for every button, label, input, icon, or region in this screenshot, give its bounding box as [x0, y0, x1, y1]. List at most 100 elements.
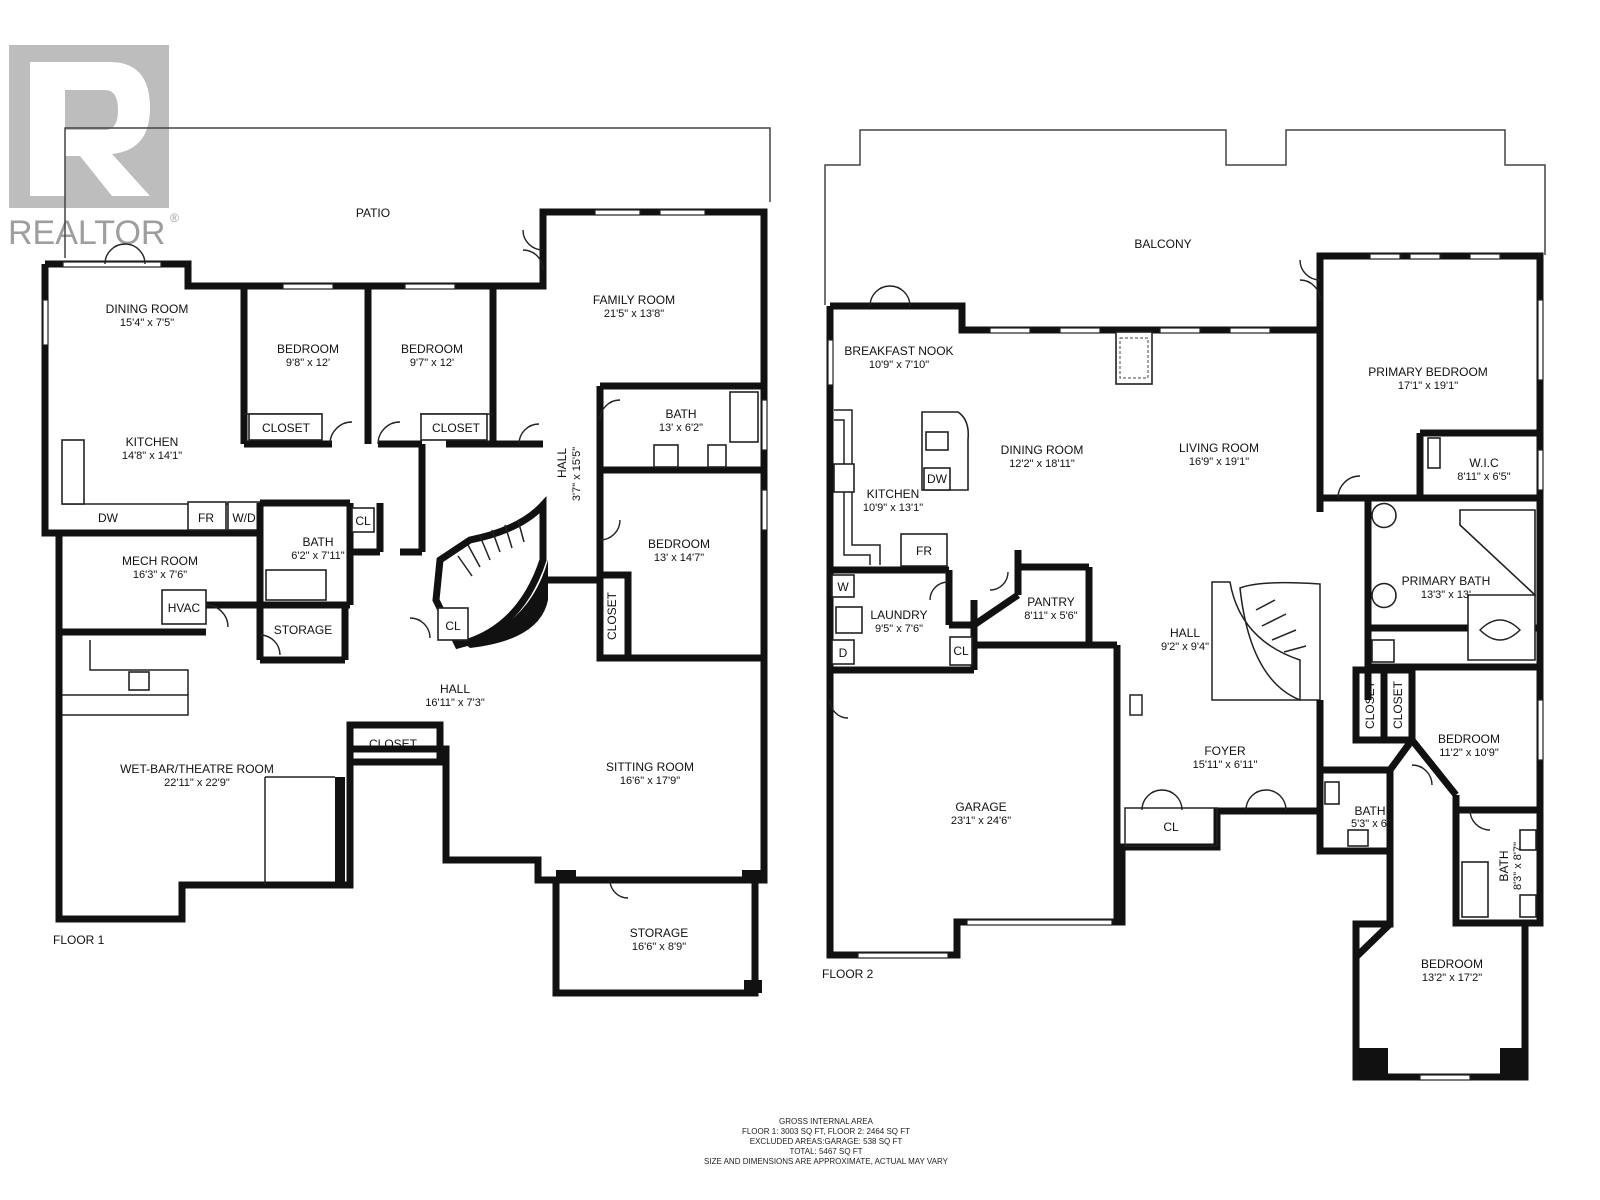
f2-primary-name: PRIMARY BEDROOM: [1368, 365, 1488, 379]
realtor-logo: REALTOR ®: [8, 45, 179, 252]
fr-label: FR: [198, 511, 214, 525]
f1-bath-a-dim: 13' x 6'2": [659, 422, 703, 434]
f2-garage-dim: 23'1" x 24'6": [951, 815, 1011, 827]
f1-dining-dim: 15'4" x 7'5": [120, 317, 174, 329]
f2-bath1-name: BATH: [1354, 804, 1385, 818]
dw-label: DW: [98, 511, 119, 525]
closet-2-label: CLOSET: [432, 421, 481, 435]
f1-bed3-name: BEDROOM: [648, 537, 710, 551]
f2-wic-name: W.I.C: [1469, 456, 1499, 470]
f1-wetbar-name: WET-BAR/THEATRE ROOM: [120, 762, 274, 776]
hvac-label: HVAC: [168, 601, 201, 615]
f1-hallv-dim: 3'7" x 15'5": [571, 447, 583, 501]
area-summary-line-2: FLOOR 1: 3003 SQ FT, FLOOR 2: 2464 SQ FT: [742, 1127, 910, 1136]
balcony-outline: [824, 129, 1546, 305]
realtor-logo-text: REALTOR: [8, 214, 165, 252]
area-summary-line-3: EXCLUDED AREAS:GARAGE: 538 SQ FT: [750, 1137, 903, 1146]
floor-1-plan: PATIO CLOSET CLOSET DW FR W/D: [41, 127, 771, 997]
f2-bath2-name: BATH: [1497, 850, 1511, 881]
f1-hall-name: HALL: [440, 682, 470, 696]
floor-2-label: FLOOR 2: [822, 967, 874, 981]
f2-bath1-dim: 5'3" x 6': [1351, 818, 1389, 830]
f2-kitchen-dim: 10'9" x 13'1": [863, 502, 923, 514]
closet-4-label: CLOSET: [605, 591, 619, 640]
f2-hall-name: HALL: [1170, 626, 1200, 640]
f1-bed2-dim: 9'7" x 12': [410, 357, 454, 369]
f2-laundry-name: LAUNDRY: [870, 608, 927, 622]
patio-outline: [64, 127, 771, 258]
area-summary-line-1: GROSS INTERNAL AREA: [779, 1117, 874, 1126]
f2-garage-name: GARAGE: [955, 800, 1006, 814]
f2-wic-dim: 8'11" x 6'5": [1457, 471, 1510, 483]
f1-storage-dim: 16'6" x 8'9": [632, 941, 686, 953]
f2-bed2-name: BEDROOM: [1421, 957, 1483, 971]
f1-bath-a-name: BATH: [665, 407, 696, 421]
f2-cl-2-label: CL: [1163, 820, 1179, 834]
f2-dining-dim: 12'2" x 18'11": [1009, 458, 1075, 470]
f2-fr-label: FR: [916, 544, 932, 558]
f2-dw-label: DW: [927, 472, 948, 486]
dryer-label: D: [839, 646, 848, 660]
f2-living-dim: 16'9" x 19'1": [1189, 456, 1249, 468]
f1-mech-dim: 16'3" x 7'6": [133, 569, 187, 581]
balcony-label: BALCONY: [1134, 237, 1191, 251]
f1-hall-dim: 16'11" x 7'3": [425, 697, 485, 709]
f2-closet-1-label: CLOSET: [1363, 680, 1377, 729]
f2-primary-dim: 17'1" x 19'1": [1398, 380, 1458, 392]
f2-laundry-dim: 9'5" x 7'6": [875, 623, 923, 635]
f2-dining-name: DINING ROOM: [1001, 443, 1084, 457]
area-summary: GROSS INTERNAL AREA FLOOR 1: 3003 SQ FT,…: [704, 1117, 949, 1166]
f2-bed1-dim: 11'2" x 10'9": [1439, 747, 1499, 759]
area-summary-line-4: TOTAL: 5467 SQ FT: [789, 1147, 862, 1156]
washer-label: W: [837, 580, 849, 594]
f2-cl-1-label: CL: [953, 644, 969, 658]
f2-closet-2-label: CLOSET: [1391, 680, 1405, 729]
f2-bath2-dim: 8'3" x 8'7": [1512, 842, 1524, 890]
floor-1-exterior-wall: [41, 208, 768, 997]
f2-nook-dim: 10'9" x 7'10": [869, 359, 929, 371]
f1-family-dim: 21'5" x 13'8": [604, 308, 664, 320]
f2-living-name: LIVING ROOM: [1179, 441, 1259, 455]
f1-bath2-dim: 6'2" x 7'11": [291, 550, 344, 562]
f1-kitchen-dim: 14'8" x 14'1": [122, 450, 182, 462]
f2-foyer-dim: 15'11" x 6'11": [1193, 759, 1258, 771]
f1-wetbar-dim: 22'11" x 22'9": [164, 777, 230, 789]
f1-hallv-name: HALL: [555, 448, 569, 478]
f2-bed2-dim: 13'2" x 17'2": [1422, 972, 1482, 984]
wd-label: W/D: [232, 511, 256, 525]
realtor-registered-mark: ®: [170, 211, 179, 225]
f2-pbath-name: PRIMARY BATH: [1402, 574, 1491, 588]
f1-bed1-name: BEDROOM: [277, 342, 339, 356]
patio-label: PATIO: [356, 206, 390, 220]
f1-bed1-dim: 9'8" x 12': [286, 357, 330, 369]
cl-2-label: CL: [445, 619, 461, 633]
storage-small-label: STORAGE: [274, 623, 332, 637]
floor-1-label: FLOOR 1: [53, 933, 105, 947]
f1-mech-name: MECH ROOM: [122, 554, 198, 568]
f1-bed2-name: BEDROOM: [401, 342, 463, 356]
f1-storage-name: STORAGE: [630, 926, 688, 940]
f1-bath2-name: BATH: [302, 535, 333, 549]
f1-bed3-dim: 13' x 14'7": [654, 552, 704, 564]
floor-1-room-labels: DINING ROOM 15'4" x 7'5" BEDROOM 9'8" x …: [106, 293, 710, 953]
f2-pbath-dim: 13'3" x 13': [1421, 589, 1471, 601]
f1-family-name: FAMILY ROOM: [593, 293, 675, 307]
f2-pantry-dim: 8'11" x 5'6": [1024, 610, 1077, 622]
f2-kitchen-name: KITCHEN: [867, 487, 920, 501]
f2-hall-dim: 9'2" x 9'4": [1161, 641, 1209, 653]
f2-nook-name: BREAKFAST NOOK: [844, 344, 953, 358]
f1-sitting-dim: 16'6" x 17'9": [620, 775, 680, 787]
f1-dining-name: DINING ROOM: [106, 302, 189, 316]
closet-3-label: CLOSET: [369, 737, 418, 751]
f1-sitting-name: SITTING ROOM: [606, 760, 694, 774]
f2-bed1-name: BEDROOM: [1438, 732, 1500, 746]
f2-pantry-name: PANTRY: [1027, 595, 1075, 609]
floor-2-plan: BALCONY W D CL FR DW: [822, 129, 1546, 1081]
f2-foyer-name: FOYER: [1204, 744, 1246, 758]
f1-kitchen-name: KITCHEN: [126, 435, 179, 449]
cl-1-label: CL: [355, 514, 371, 528]
floor-2-room-labels: BREAKFAST NOOK 10'9" x 7'10" DINING ROOM…: [844, 344, 1524, 984]
area-summary-line-5: SIZE AND DIMENSIONS ARE APPROXIMATE, ACT…: [704, 1157, 949, 1166]
closet-1-label: CLOSET: [262, 421, 311, 435]
